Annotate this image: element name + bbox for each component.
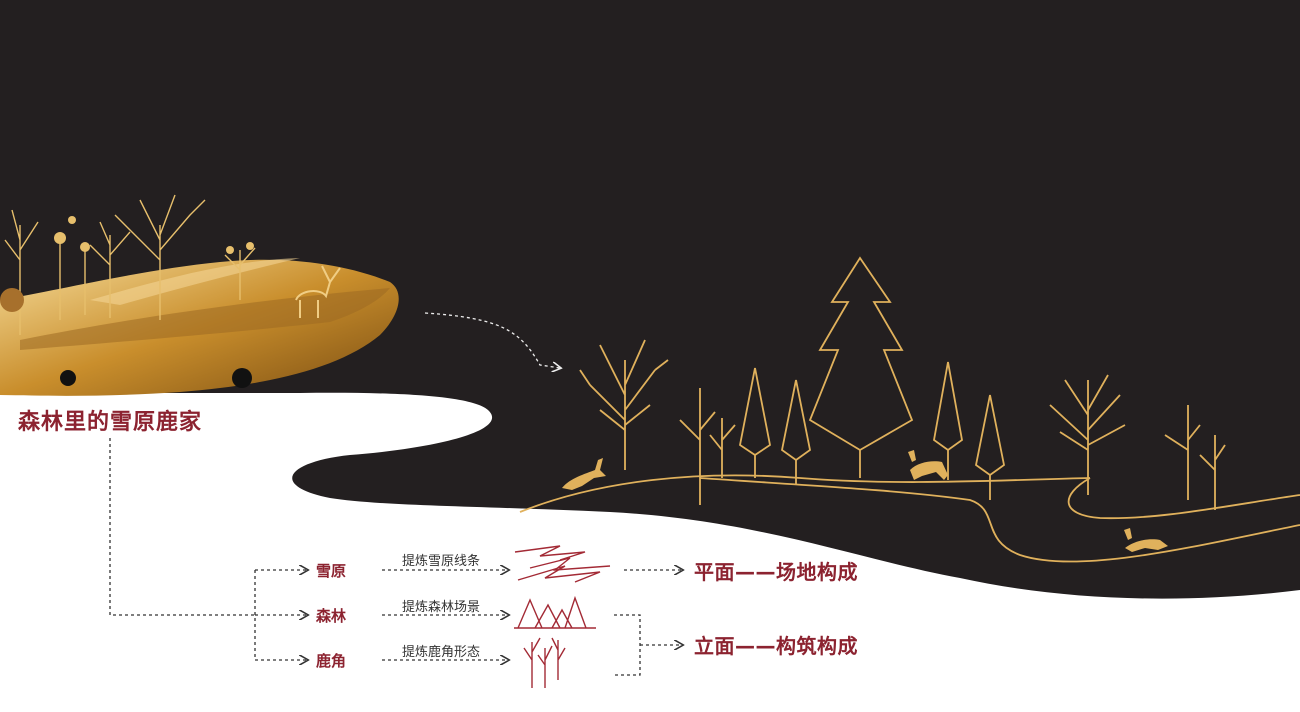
process-antler-label: 提炼鹿角形态	[402, 645, 481, 660]
golden-forest-deer-landscape-icon	[0, 194, 399, 396]
diagram-title: 森林里的雪原鹿家	[18, 410, 203, 435]
gold-line-forest-with-deer-icon	[519, 256, 1300, 563]
node-snowfield: 雪原	[316, 562, 347, 580]
process-forest-label: 提炼森林场景	[402, 600, 481, 615]
output-plan: 平面——场地构成	[694, 560, 858, 584]
title-connector	[109, 438, 255, 616]
node-antler: 鹿角	[316, 652, 347, 670]
triangle-forest-icon	[514, 595, 596, 629]
process-snowfield-label: 提炼雪原线条	[402, 554, 481, 569]
output-elevation: 立面——构筑构成	[694, 634, 858, 658]
node-forest: 森林	[316, 607, 347, 625]
elevation-bracket	[614, 614, 682, 676]
dark-background	[0, 0, 1300, 599]
zigzag-lines-icon	[514, 545, 611, 583]
deer-silhouettes	[562, 450, 1168, 552]
illustration-to-lineart-arrow	[424, 312, 560, 368]
antler-branches-icon	[523, 637, 566, 688]
